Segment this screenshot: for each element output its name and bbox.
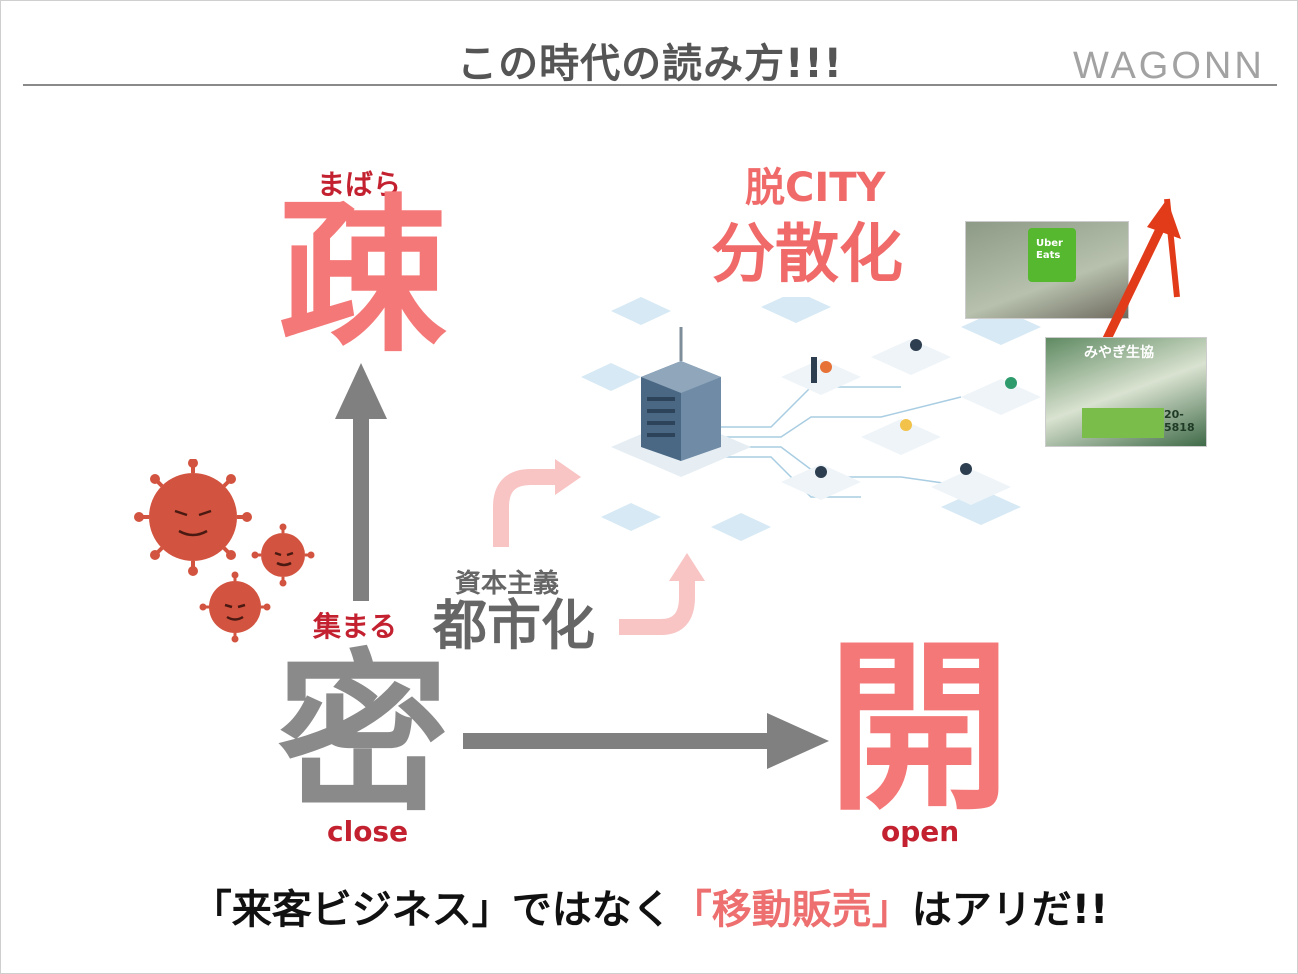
coop-label: みやぎ生協 [1084,345,1154,361]
network-illustration [581,297,1051,549]
bottom-statement: 「来客ビジネス」ではなく「移動販売」はアリだ!! [1,877,1297,935]
trend-up-arrow-icon [1100,198,1181,345]
decentralization-label: 分散化 [711,218,903,292]
coop-phone: 20-5818 [1164,408,1195,434]
virus-icon [134,459,315,643]
bottom-statement-part3: はアリだ!! [911,887,1109,933]
close-label: close [327,815,409,848]
coop-box [1082,408,1164,438]
bottom-left-kanji: 密 [277,634,449,835]
delivery-label-2: Eats [1036,250,1061,261]
brand-logo: WAGONN [1073,45,1265,87]
coop-delivery-photo: みやぎ生協 20-5818 [1045,337,1207,447]
top-ruby: まばら [317,168,402,201]
growth-arrows-icon [493,459,705,635]
bottom-statement-part1: 「来客ビジネス」ではなく [191,887,672,933]
bottom-right-kanji: 開 [827,622,1012,836]
top-kanji: 疎 [279,179,447,375]
capitalism-label: 資本主義 [455,569,560,599]
delivery-label-1: Uber [1036,238,1063,249]
open-label: open [881,815,960,848]
header-divider [23,84,1277,86]
right-arrow-icon [463,713,829,769]
page-title: この時代の読み方!!! [457,41,843,87]
delivery-photo: Uber Eats [965,221,1129,319]
delivery-bag: Uber Eats [1028,228,1076,282]
de-city-label: 脱CITY [745,165,886,211]
bottom-left-ruby: 集まる [313,610,398,643]
bottom-statement-highlight: 「移動販売」 [671,887,912,933]
urbanization-label: 都市化 [433,594,595,657]
up-arrow-icon [335,363,387,601]
